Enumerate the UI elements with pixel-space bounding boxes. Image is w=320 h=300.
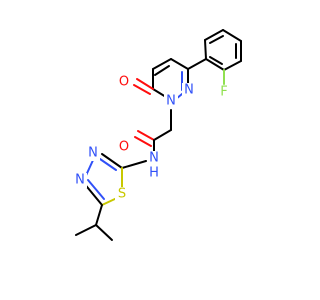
atom-thiadiazole-n4-bg (73, 173, 87, 188)
atom-fluorine: F (217, 85, 231, 100)
bond-ring-carbonyl (136, 78, 154, 90)
atom-thiadiazole-sulfur-bg (115, 187, 129, 202)
bond-phenyl-2 (204, 29, 224, 41)
atom-pyridazine-n1: N (164, 94, 178, 109)
bond-thia-c5-s1 (101, 197, 118, 206)
bond-phenyl-2-double (209, 35, 224, 44)
bond-pyr-c4-c5 (152, 58, 172, 70)
bond-pyr-c6-n1 (152, 88, 167, 98)
amide-nitrogen-label: N (149, 151, 159, 166)
bond-phenyl-6-double (209, 56, 223, 65)
bond-thia-c2-n3-double (99, 158, 117, 171)
atom-ring-oxygen: O (117, 74, 131, 90)
amide-hydrogen-label: H (149, 166, 159, 181)
atom-pyridazine-n2: N (182, 83, 196, 98)
atom-amide-oxygen-bg (117, 140, 131, 155)
atom-thiadiazole-n3-bg (86, 146, 100, 161)
thiadiazole-sulfur-label: S (118, 187, 126, 202)
bond-phenyl-3 (222, 29, 242, 42)
bond-isopropyl-methyl-1 (75, 224, 97, 236)
fluorine-label: F (220, 85, 227, 100)
thiadiazole-n4-label: N (75, 173, 85, 188)
fluorophenyl-ring (204, 29, 242, 71)
bond-isopropyl-methyl-2 (95, 224, 113, 241)
bond-phenyl-1 (204, 39, 207, 60)
pyridazine-n2-label: N (184, 83, 194, 98)
bond-ring-carbonyl-double (133, 84, 151, 95)
atom-amide-oxygen: O (117, 140, 131, 155)
molecule-structure: F O N N O N H N N S (0, 0, 300, 300)
bond-phenyl-5 (223, 60, 242, 71)
atom-thiadiazole-sulfur: S (115, 187, 129, 202)
bond-pyr-c3-c4 (170, 58, 189, 70)
ring-oxygen-label: O (119, 75, 129, 90)
bond-phenyl-pyridazine (187, 58, 207, 70)
atom-ring-oxygen-bg (117, 74, 131, 89)
pyridazine-n1-label: N (166, 94, 176, 109)
canvas-background (0, 0, 300, 300)
bond-nh-thiadiazole (121, 160, 147, 169)
amide-oxygen-label: O (119, 140, 129, 155)
atom-amide-h-bg (147, 166, 161, 181)
atom-fluorine-bg (217, 85, 231, 100)
bond-amide-carbonyl-double (134, 136, 152, 147)
atom-amide-nh: N H (147, 151, 161, 181)
atom-pyridazine-n2-bg (182, 83, 196, 98)
bond-pyr-c4-c5-double (154, 65, 170, 76)
bond-thia-c2-n3 (101, 153, 123, 169)
bond-amide-carbonyl (137, 130, 155, 141)
bond-thia-isopropyl (95, 204, 103, 226)
atom-thiadiazole-n4: N (73, 173, 87, 188)
atom-thiadiazole-n3: N (86, 146, 100, 161)
bond-phenyl-6 (205, 58, 225, 71)
atom-amide-nh-bg (147, 151, 161, 166)
thiadiazole-n3-label: N (88, 146, 98, 161)
atom-pyridazine-n1-bg (164, 94, 178, 109)
bond-thia-n4-c5-double (87, 179, 105, 200)
bond-ch2-carbonyl (153, 129, 172, 141)
